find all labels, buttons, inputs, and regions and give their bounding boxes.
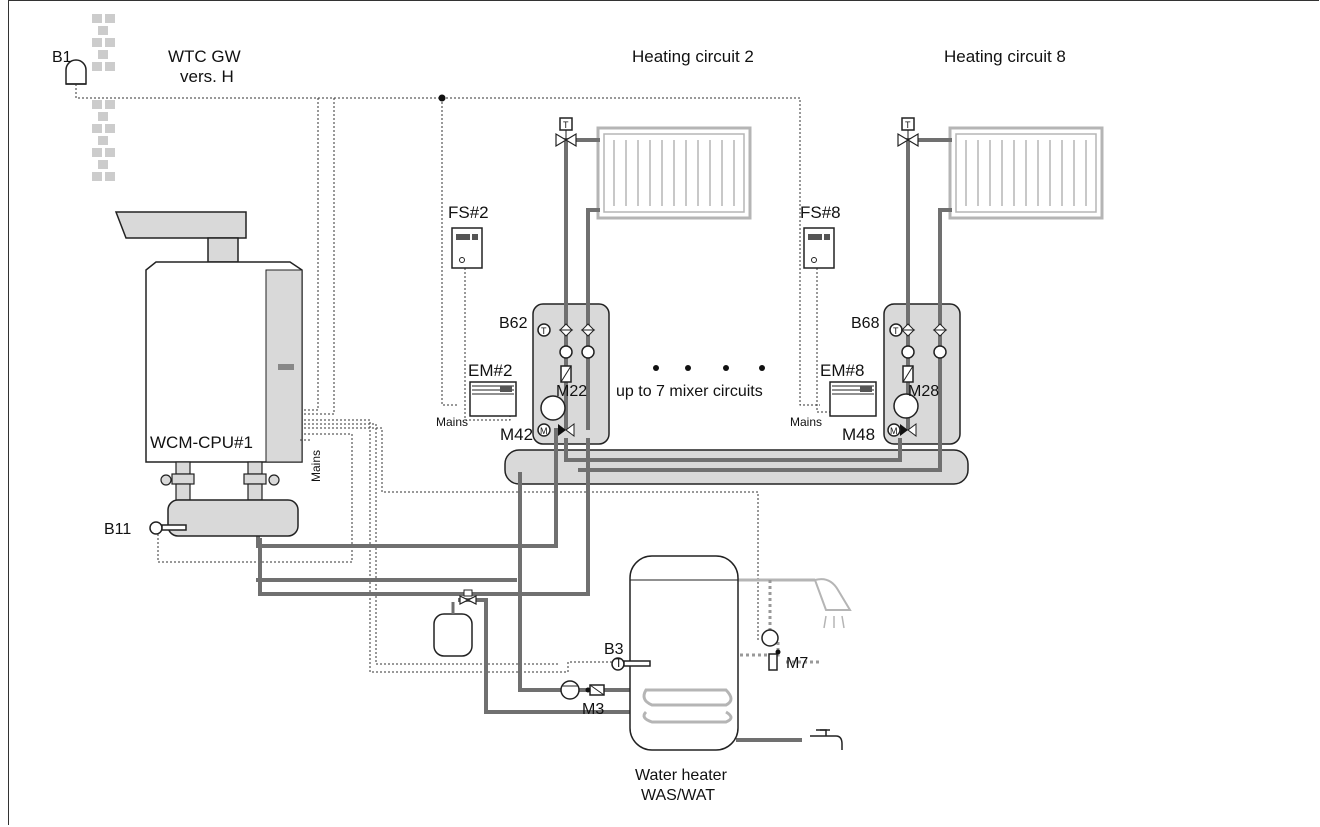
heating-circuit-8-title: Heating circuit 8 xyxy=(944,47,1066,66)
thermostatic-valve-icon xyxy=(555,117,577,148)
mixer-2-components xyxy=(537,323,596,437)
up-to-mixer-circuits-label: up to 7 mixer circuits xyxy=(616,383,763,400)
diagram-frame xyxy=(8,0,1319,825)
b68-label: B68 xyxy=(851,315,880,332)
water-heater-line2: WAS/WAT xyxy=(641,787,715,804)
mains-boiler-label: Mains xyxy=(309,450,323,482)
b3-label: B3 xyxy=(604,641,624,658)
em2-label: EM#2 xyxy=(468,361,512,380)
m-symbol: M xyxy=(890,426,898,436)
wcm-cpu-label: WCM-CPU#1 xyxy=(150,433,253,452)
thermostatic-valve-icon xyxy=(897,117,919,148)
pump-icon xyxy=(761,629,781,671)
b62-label: B62 xyxy=(499,315,528,332)
remote-control-icon xyxy=(451,227,483,269)
dhw-pipes xyxy=(256,472,822,742)
continuation-dots xyxy=(653,365,765,371)
m3-label: M3 xyxy=(582,701,604,718)
low-loss-header-icon xyxy=(167,499,299,537)
heating-circuit-2-title: Heating circuit 2 xyxy=(632,47,754,66)
thermometer-icon xyxy=(149,521,187,535)
em8-label: EM#8 xyxy=(820,361,864,380)
flue-pipe-icon xyxy=(114,211,247,263)
mixer-8-components xyxy=(887,323,948,437)
b1-label: B1 xyxy=(52,49,72,66)
t-symbol: T xyxy=(893,326,899,336)
m48-label: M48 xyxy=(842,425,875,444)
m-symbol: M xyxy=(540,426,548,436)
t-symbol: T xyxy=(615,656,623,670)
brick-wall-icon xyxy=(92,14,115,181)
faucet-icon xyxy=(810,729,843,750)
m22-label: M22 xyxy=(556,383,587,400)
shower-icon xyxy=(813,578,852,629)
control-module-icon xyxy=(469,381,517,417)
mains-em8-label: Mains xyxy=(790,415,822,429)
thermometer-icon xyxy=(611,657,651,671)
t-symbol: T xyxy=(563,120,569,130)
b11-label: B11 xyxy=(104,521,131,538)
fs2-label: FS#2 xyxy=(448,203,489,222)
m7-label: M7 xyxy=(786,655,808,672)
boiler-icon xyxy=(145,261,303,463)
water-heater-icon xyxy=(629,555,739,751)
bus-wiring xyxy=(75,84,860,673)
mains-em2-label: Mains xyxy=(436,415,468,429)
m28-label: M28 xyxy=(908,383,939,400)
expansion-tank-icon xyxy=(433,589,477,657)
radiator-icon xyxy=(948,126,1104,220)
control-module-icon xyxy=(829,381,877,417)
t-symbol: T xyxy=(905,120,911,130)
m42-label: M42 xyxy=(500,425,533,444)
radiator-icon xyxy=(596,126,752,220)
wtc-title-line2: vers. H xyxy=(180,67,234,86)
pump-icon xyxy=(560,680,580,700)
remote-control-icon xyxy=(803,227,835,269)
t-symbol: T xyxy=(541,326,547,336)
circuit-2-pipes xyxy=(256,138,902,596)
check-valve-icon xyxy=(585,684,605,696)
wtc-title-line1: WTC GW xyxy=(168,47,241,66)
water-heater-line1: Water heater xyxy=(635,767,728,784)
boiler-fittings xyxy=(160,461,280,501)
fs8-label: FS#8 xyxy=(800,203,841,222)
